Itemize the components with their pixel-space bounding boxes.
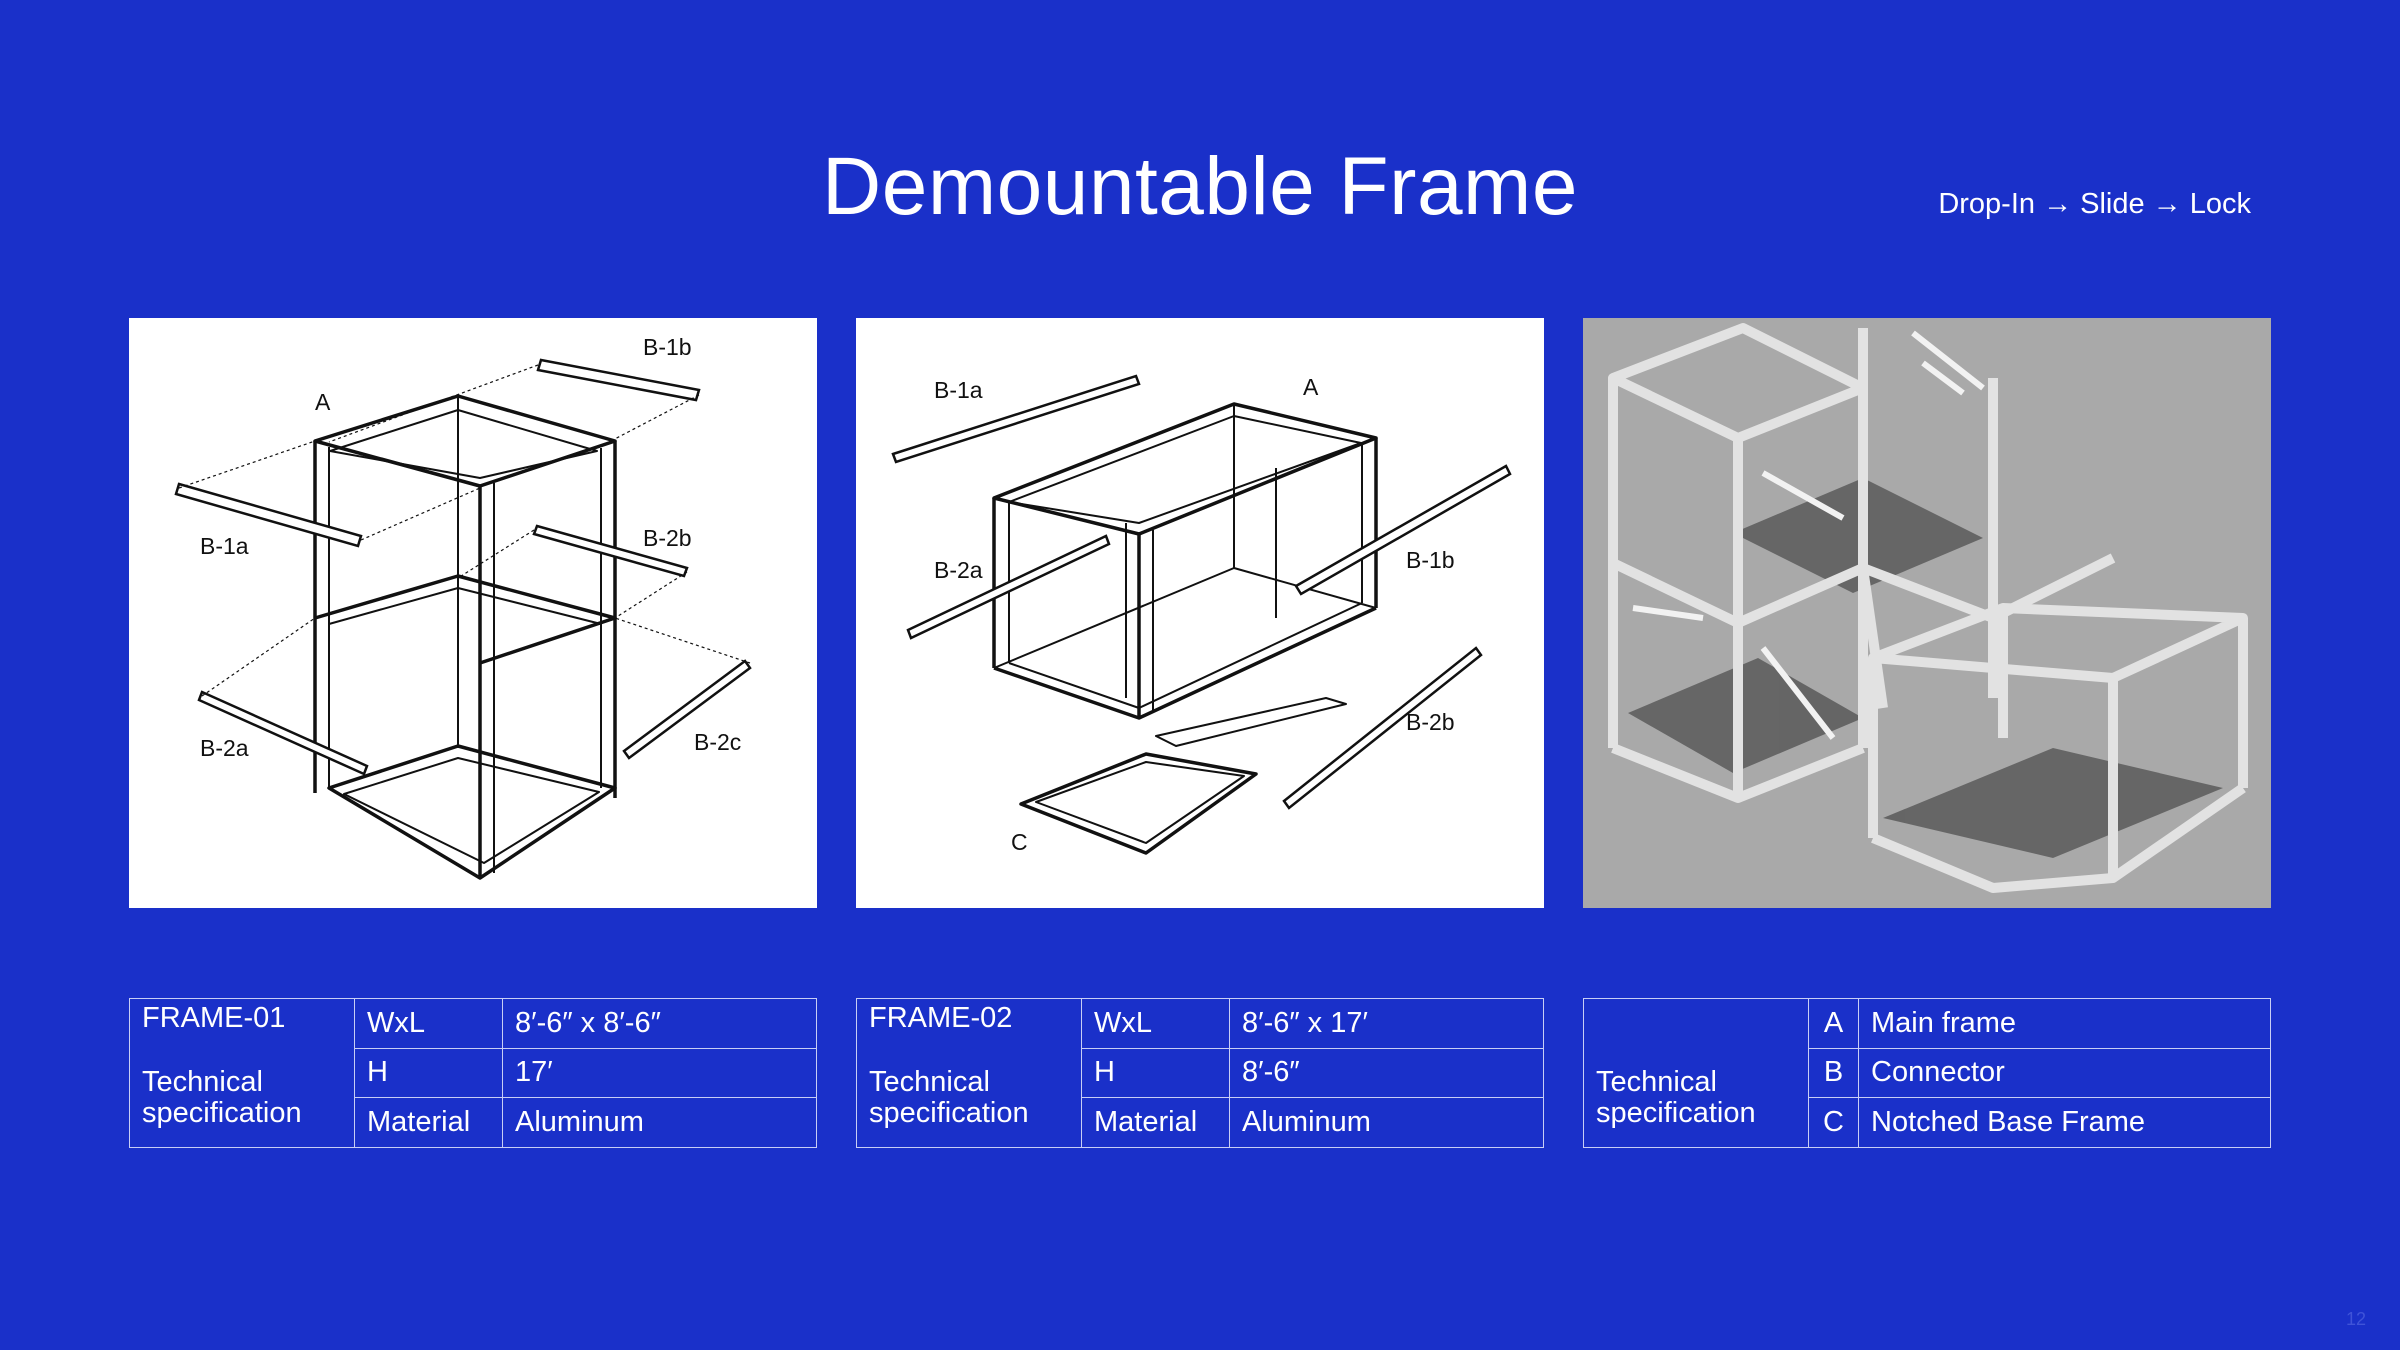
legend-description: Connector	[1858, 1047, 2271, 1099]
spec-heading: Technical specification	[1583, 998, 1809, 1148]
frame-name: FRAME-01	[142, 1002, 286, 1034]
label-a: A	[1303, 374, 1319, 400]
label-c: C	[1011, 829, 1028, 855]
label-b-2a: B-2a	[200, 735, 249, 761]
legend-description: Main frame	[1858, 998, 2271, 1049]
frame-01-spec-table: FRAME-01 Technical specification WxL 8′-…	[129, 998, 817, 1148]
label-b-2a: B-2a	[934, 557, 983, 583]
spec-value: 8′-6″ x 17′	[1229, 998, 1544, 1049]
component-legend-table: Technical specification A Main frame B C…	[1583, 998, 2271, 1148]
label-b-1b: B-1b	[643, 334, 692, 360]
label-b-1a: B-1a	[934, 377, 983, 403]
spec-value: Aluminum	[502, 1097, 817, 1148]
spec-key: H	[1081, 1047, 1230, 1099]
spec-value: Aluminum	[1229, 1097, 1544, 1148]
spec-heading: FRAME-02 Technical specification	[856, 998, 1082, 1148]
spec-value: 8′-6″	[1229, 1047, 1544, 1099]
label-b-2b: B-2b	[1406, 709, 1455, 735]
frame-name: FRAME-02	[869, 1002, 1013, 1034]
label-b-2c: B-2c	[694, 729, 741, 755]
spec-subtitle: Technical specification	[1596, 1066, 1756, 1129]
label-b-2b: B-2b	[643, 525, 692, 551]
legend-description: Notched Base Frame	[1858, 1097, 2271, 1148]
frame-02-spec-table: FRAME-02 Technical specification WxL 8′-…	[856, 998, 1544, 1148]
spec-key: Material	[1081, 1097, 1230, 1148]
legend-letter: B	[1808, 1047, 1859, 1099]
frame-01-diagram: A B-1b B-1a B-2b B-2a B-2c	[129, 318, 817, 908]
stacked-modules-render	[1583, 318, 2271, 908]
legend-letter: C	[1808, 1097, 1859, 1148]
spec-value: 8′-6″ x 8′-6″	[502, 998, 817, 1049]
label-a: A	[315, 389, 331, 415]
page-number: 12	[2345, 1309, 2366, 1329]
spec-key: WxL	[354, 998, 503, 1049]
frame-02-drawing: B-1a A B-2a B-1b B-2b C	[891, 374, 1512, 855]
spec-subtitle: Technical specification	[142, 1066, 302, 1129]
stacked-modules-image	[1608, 323, 2248, 893]
spec-value: 17′	[502, 1047, 817, 1099]
spec-key: WxL	[1081, 998, 1230, 1049]
label-b-1a: B-1a	[200, 533, 249, 559]
assembly-tagline: Drop-In → Slide → Lock	[1938, 188, 2251, 220]
spec-key: Material	[354, 1097, 503, 1148]
spec-heading: FRAME-01 Technical specification	[129, 998, 355, 1148]
slide-title: Demountable Frame	[822, 141, 1578, 232]
legend-letter: A	[1808, 998, 1859, 1049]
frame-01-drawing: A B-1b B-1a B-2b B-2a B-2c	[174, 334, 752, 880]
label-b-1b: B-1b	[1406, 547, 1455, 573]
frame-02-diagram: B-1a A B-2a B-1b B-2b C	[856, 318, 1544, 908]
spec-subtitle: Technical specification	[869, 1066, 1029, 1129]
spec-key: H	[354, 1047, 503, 1099]
